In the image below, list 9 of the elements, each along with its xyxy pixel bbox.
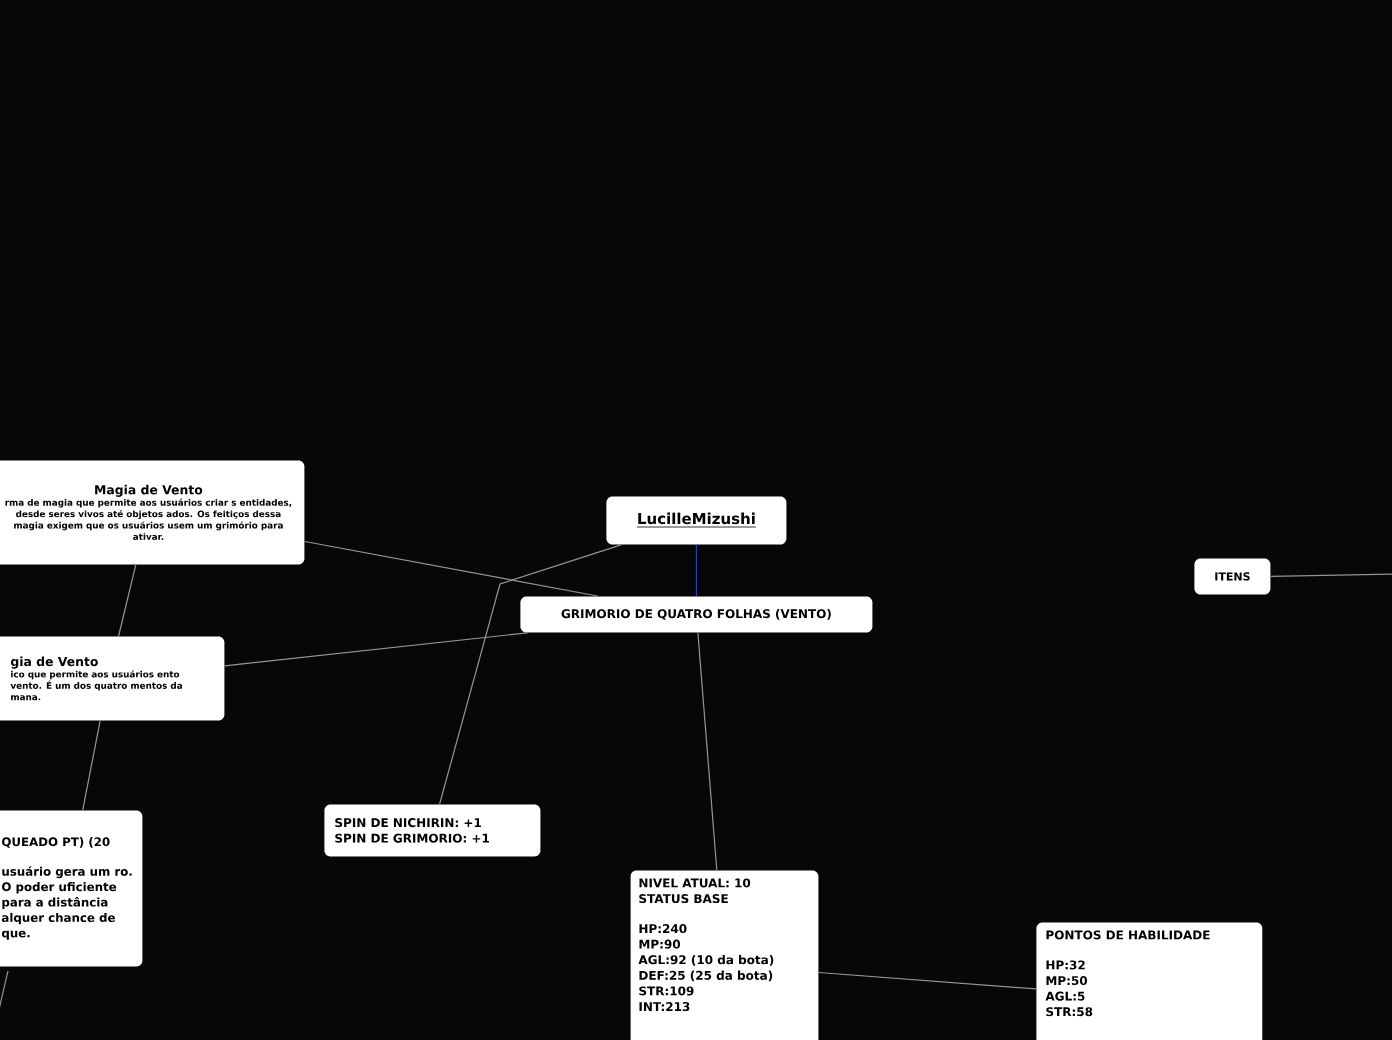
connector-line bbox=[818, 971, 1037, 990]
connector-line bbox=[224, 632, 529, 667]
connector-line bbox=[82, 720, 101, 811]
connector-line bbox=[697, 632, 718, 871]
connector-line bbox=[118, 564, 137, 637]
connector-line bbox=[304, 540, 599, 597]
connector-line bbox=[439, 544, 622, 805]
connector-line bbox=[695, 544, 697, 597]
connector-line bbox=[1270, 573, 1392, 577]
